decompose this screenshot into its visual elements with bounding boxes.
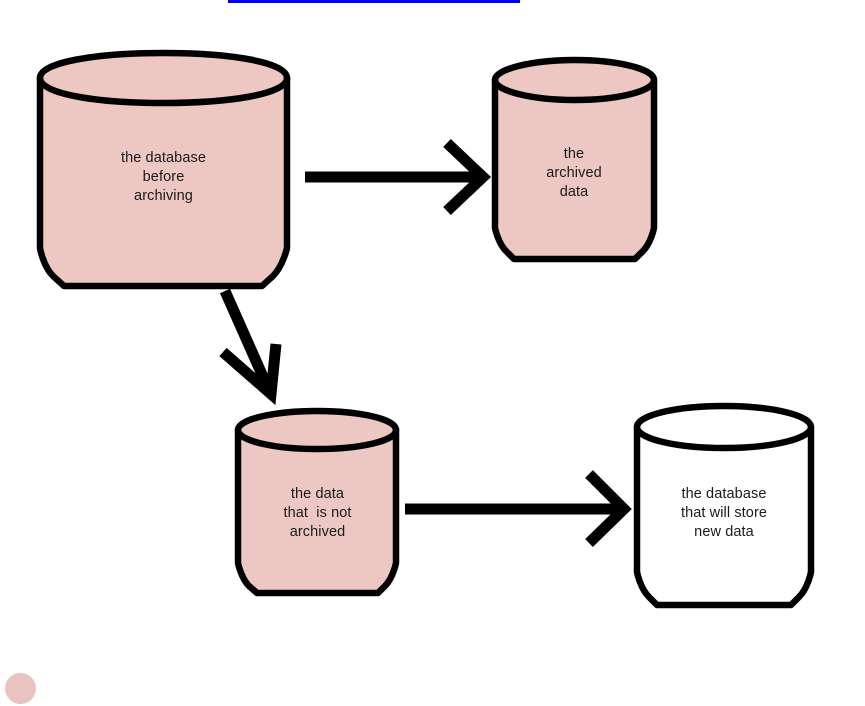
arrow-db-to-archived-data[interactable]: [305, 139, 492, 215]
cylinder-body-2: [491, 56, 658, 263]
arrow-head-2: [219, 343, 282, 406]
arrow-db-to-not-archived[interactable]: [219, 288, 282, 406]
pink-bullet-dot: [5, 673, 36, 704]
arrow-head-1: [443, 139, 492, 215]
truncated-hyperlink-underline[interactable]: [228, 0, 520, 3]
cylinder-archived-data[interactable]: [491, 56, 658, 263]
arrow-shaft-2: [219, 288, 274, 391]
cylinder-top-ellipse-1: [36, 74, 291, 107]
cylinder-top-ellipse-4: [633, 423, 815, 452]
cylinder-body-4: [633, 402, 815, 609]
arrow-not-archived-to-new-db[interactable]: [405, 470, 632, 547]
cylinder-db-before-archiving[interactable]: [36, 49, 291, 290]
cylinder-body-3: [234, 407, 400, 597]
cylinder-top-ellipse-3: [234, 426, 400, 453]
cylinder-top-ellipse-2: [491, 76, 658, 104]
cylinder-data-not-archived[interactable]: [234, 407, 400, 597]
arrow-head-3: [585, 470, 632, 547]
cylinder-body-1: [36, 49, 291, 290]
cylinder-db-new-data[interactable]: [633, 402, 815, 609]
